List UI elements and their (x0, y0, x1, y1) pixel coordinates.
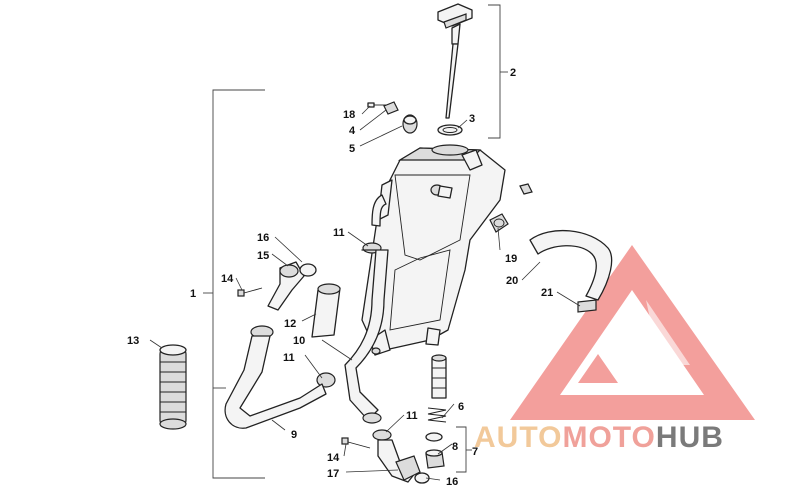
oil-filter-screen-part (431, 354, 447, 399)
mount-bolt-part (367, 102, 386, 108)
gasket-16a-part (299, 263, 317, 277)
callout-8: 8 (452, 441, 458, 453)
watermark-hub: HUB (656, 421, 724, 454)
watermark-logo-icon (510, 245, 755, 420)
svg-text:AUTOMOTOHUB: AUTOMOTOHUB (474, 421, 724, 454)
callout-14-lower: 14 (327, 452, 340, 464)
callout-18: 18 (343, 109, 355, 121)
outlet-elbow-part (377, 439, 421, 483)
callout-11-upper: 11 (333, 227, 345, 239)
dipstick-part (437, 3, 473, 119)
callout-15: 15 (257, 250, 269, 262)
callout-21: 21 (541, 287, 553, 299)
seal-ring-part (425, 432, 443, 442)
coil-sleeve-part (159, 344, 187, 430)
drain-plug-part (425, 449, 445, 469)
callout-6: 6 (458, 401, 464, 413)
bolt-14a-part (237, 287, 263, 297)
callout-4: 4 (349, 125, 356, 137)
leader-lines (149, 105, 581, 481)
tank-bolt-part (519, 183, 533, 195)
callout-11-lower: 11 (406, 410, 418, 422)
bent-hose-part (224, 335, 327, 429)
hose-sleeve-part (311, 283, 341, 338)
vent-hose-part (529, 229, 613, 301)
callout-5: 5 (349, 143, 355, 155)
callout-17: 17 (327, 468, 339, 480)
grommet-part (402, 114, 418, 134)
bolt-14b-part (341, 437, 371, 449)
bracket-group-7 (456, 426, 472, 473)
callout-14-upper: 14 (221, 273, 234, 285)
callout-9: 9 (291, 429, 297, 441)
bracket-group-2 (488, 4, 508, 139)
callout-16-lower: 16 (446, 476, 458, 488)
clamp-11-mid-part (316, 372, 336, 388)
callout-labels: 1 2 3 4 5 6 7 8 9 10 11 11 11 12 13 14 1… (127, 67, 553, 488)
fitting-15-part (267, 261, 305, 311)
callout-1: 1 (190, 288, 196, 300)
watermark-brand: AUTOMOTOHUB (474, 421, 724, 454)
callout-2: 2 (510, 67, 516, 79)
callout-7: 7 (472, 446, 478, 458)
bracket-group-1 (203, 89, 265, 479)
watermark-auto: AUTO (474, 421, 562, 454)
return-hose-part (371, 194, 387, 227)
gasket-16b-part (414, 472, 430, 484)
callout-19: 19 (505, 253, 517, 265)
callout-16-upper: 16 (257, 232, 269, 244)
callout-13: 13 (127, 335, 139, 347)
clamp-21-part (577, 299, 597, 313)
hose-clamp-19-part (489, 213, 509, 233)
callout-11-left: 11 (283, 352, 295, 364)
washer-part (383, 101, 399, 115)
callout-20: 20 (506, 275, 518, 287)
callout-3: 3 (469, 113, 475, 125)
spring-part (427, 407, 447, 423)
watermark-moto: MOTO (562, 421, 655, 454)
clamp-11-lower-part (372, 429, 392, 441)
callout-10: 10 (293, 335, 305, 347)
callout-12: 12 (284, 318, 296, 330)
o-ring-part (437, 124, 463, 136)
